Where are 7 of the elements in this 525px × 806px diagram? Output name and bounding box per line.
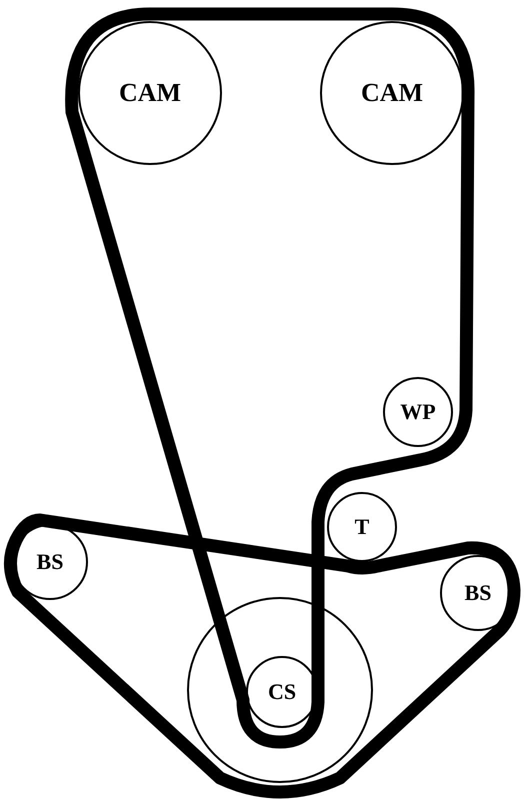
pulley-label: CAM (118, 80, 182, 106)
pulley-label: WP (400, 401, 436, 423)
pulley-label: BS (464, 582, 492, 604)
pulley-label: CAM (360, 80, 424, 106)
pulley-label: CS (268, 681, 296, 703)
pulley-label: T (354, 516, 370, 538)
pulley-label: BS (36, 551, 64, 573)
